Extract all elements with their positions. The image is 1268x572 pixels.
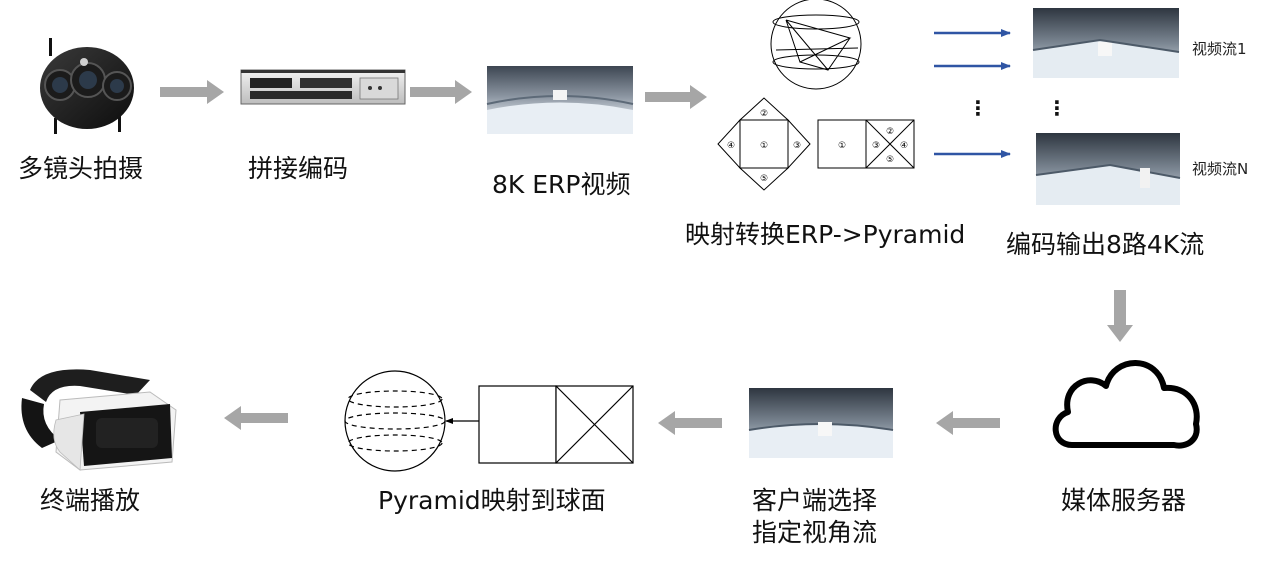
stitch-label: 拼接编码 [248,154,349,183]
stream-thumbnail [1035,133,1181,205]
face-number: ③ [793,141,801,151]
terminal-playback-label: 终端播放 [40,486,141,515]
erp-video-label: 8K ERP视频 [492,170,631,199]
pyramid-icon [478,385,634,464]
pyramid-net-diamond [717,97,811,191]
face-number: ① [838,141,846,151]
mapping-label: 映射转换ERP->Pyramid [685,220,966,249]
stream-label-first: 视频流1 [1192,40,1247,58]
capture-label: 多镜头拍摄 [18,154,144,183]
flow-arrow [645,85,707,109]
camera-icon [40,38,134,134]
face-number: ④ [727,141,735,151]
face-number: ⑤ [886,155,894,165]
client-select-label-line2: 指定视角流 [752,518,878,547]
vr-headset-icon [21,369,177,471]
stream-thumbnail [1032,8,1180,78]
face-number: ② [760,109,768,119]
face-number-labels: ① ② ③ ④ ⑤ ① ② ③ ④ ⑤ [727,109,908,184]
stream-ellipsis: ⋮ [968,96,988,120]
cloud-icon [1052,360,1200,449]
sphere-icon [344,370,446,472]
flow-arrow [160,80,224,104]
pyramid-net-square [817,119,915,169]
client-select-label-line1: 客户端选择 [752,486,878,515]
flow-arrow-down [1107,290,1133,342]
face-number: ① [760,141,768,151]
server-icon [240,69,406,105]
erp-video-image [486,66,634,134]
face-number: ④ [900,141,908,151]
flow-arrow [410,80,472,104]
flow-arrow-left [658,411,722,435]
flow-arrow-left [224,406,288,430]
media-server-label: 媒体服务器 [1061,486,1187,515]
sphere-icon [770,0,862,90]
face-number: ③ [872,141,880,151]
stream-ellipsis: ⋮ [1047,96,1067,120]
sphere-mapping-label: Pyramid映射到球面 [378,486,606,515]
face-number: ② [886,127,894,137]
flow-arrow-left [936,411,1000,435]
stream-label-last: 视频流N [1192,160,1249,178]
client-view-image [748,388,894,458]
face-number: ⑤ [760,174,768,184]
encode-output-label: 编码输出8路4K流 [1006,230,1205,259]
